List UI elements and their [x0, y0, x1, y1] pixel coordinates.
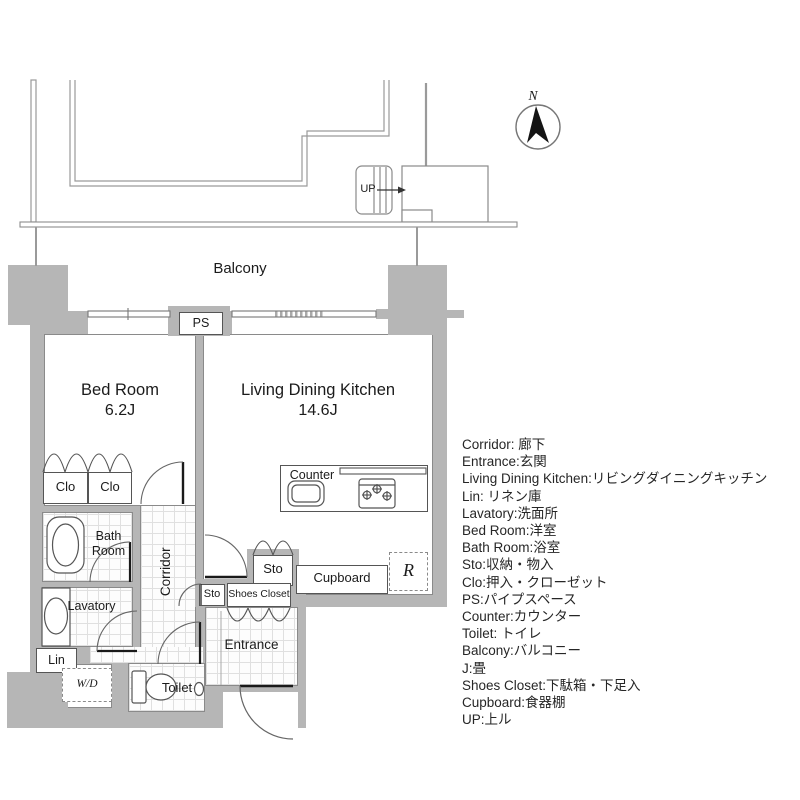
lavatory-label: Lavatory — [67, 599, 116, 613]
legend-line: Sto:収納・物入 — [462, 557, 554, 573]
cupboard-label: Cupboard — [313, 570, 371, 585]
legend-line: Balcony:バルコニー — [462, 643, 582, 659]
legend-line: Corridor: 廊下 — [462, 437, 546, 452]
entrance-label: Entrance — [224, 637, 279, 652]
legend-line: J:畳 — [462, 660, 487, 676]
legend-line: UP:上ル — [462, 712, 512, 728]
toilet-label: Toilet — [161, 680, 193, 695]
washer-dryer-label: W/D — [76, 678, 98, 690]
ldk-size: 14.6J — [298, 402, 338, 419]
north-label: N — [528, 88, 538, 103]
washer-dryer-box — [62, 668, 112, 702]
legend-line: Counter:カウンター — [462, 609, 582, 625]
closet-left-label: Clo — [55, 479, 76, 494]
shoes-closet-label: Shoes Closet — [228, 589, 290, 600]
legend-line: Cupboard:食器棚 — [462, 695, 566, 711]
entrance-door — [239, 684, 294, 740]
room-ldk — [203, 334, 433, 595]
balcony-label: Balcony — [213, 260, 267, 277]
legend: Corridor: 廊下 Entrance:玄関 Living Dining K… — [462, 436, 767, 728]
closet-left-box — [43, 472, 88, 504]
corridor-label: Corridor — [158, 547, 174, 597]
up-label: UP — [360, 183, 376, 195]
closet-right-box — [88, 472, 132, 504]
storage-top-label: Sto — [263, 561, 283, 576]
room-hall — [90, 647, 203, 663]
bath-room-label-line2: Room — [91, 544, 126, 558]
window-gap-ldk — [232, 317, 388, 334]
north-compass-icon — [515, 104, 561, 150]
shoes-closet-box — [227, 583, 291, 607]
bedroom-size: 6.2J — [104, 402, 136, 419]
room-lavatory — [42, 587, 133, 647]
refrigerator-label: R — [403, 560, 414, 580]
linen-label: Lin — [48, 653, 65, 667]
counter-label: Counter — [289, 468, 335, 482]
pipe-space-box — [179, 312, 223, 335]
legend-line: PS:パイプスペース — [462, 591, 577, 607]
bath-room-label-line1: Bath — [95, 529, 122, 543]
legend-line: Lin: リネン庫 — [462, 488, 542, 504]
cupboard-box — [296, 565, 388, 594]
closet-right-label: Clo — [100, 479, 120, 494]
upper-outline — [30, 79, 428, 223]
legend-line: Toilet: トイレ — [462, 626, 542, 642]
pillar-bottom-left — [7, 672, 68, 728]
refrigerator-box — [389, 552, 428, 591]
pillar-top-left — [8, 265, 68, 325]
legend-line: Entrance:玄関 — [462, 454, 547, 470]
pipe-space-label: PS — [192, 316, 210, 330]
up-arrow-icon — [398, 186, 406, 194]
legend-line: Lavatory:洗面所 — [462, 505, 559, 521]
pillar-top-right-tab-left — [376, 309, 388, 319]
legend-line: Living Dining Kitchen:リビングダイニングキッチン — [462, 471, 768, 487]
ldk-name: Living Dining Kitchen — [240, 381, 396, 399]
legend-line: Shoes Closet:下駄箱・下足入 — [462, 677, 641, 693]
window-gap-bedroom — [88, 317, 168, 334]
storage-small-label: Sto — [203, 588, 221, 600]
pillar-top-right — [388, 265, 447, 335]
legend-line: Clo:押入・クローゼット — [462, 574, 608, 590]
pillar-top-right-tab-right — [447, 310, 464, 318]
wall-right-of-door — [298, 607, 306, 728]
bedroom-name: Bed Room — [81, 381, 159, 399]
legend-line: Bed Room:洋室 — [462, 523, 557, 539]
legend-line: Bath Room:浴室 — [462, 540, 561, 556]
